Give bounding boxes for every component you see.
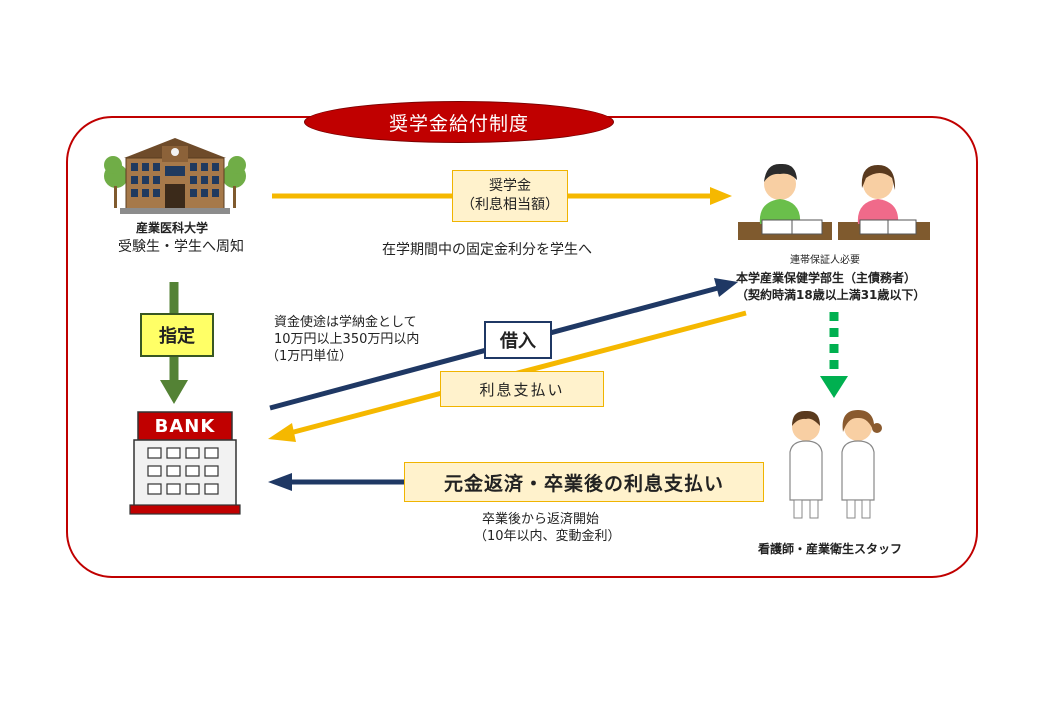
university-building-icon (104, 138, 246, 214)
loan-usage-line3: （1万円単位） (266, 349, 353, 364)
staff-label: 看護師・産業衛生スタッフ (758, 542, 903, 556)
student-age-range: （契約時満18歳以上満31歳以下） (736, 288, 926, 302)
borrow-label: 借入 (484, 321, 552, 359)
career-arrow (820, 312, 848, 398)
bank-building-icon (129, 411, 241, 515)
loan-usage-line1: 資金使途は学納金として (274, 315, 417, 330)
university-name: 産業医科大学 (136, 221, 209, 235)
student-role: 本学産業保健学部生（主債務者） (736, 271, 917, 285)
interest-payment-label: 利息支払い (440, 371, 604, 407)
scholarship-sublabel: （利息相当額） (461, 197, 559, 213)
designate-label: 指定 (140, 313, 214, 357)
scholarship-label-box: 奨学金 （利息相当額） (452, 170, 568, 222)
page-title: 奨学金給付制度 (304, 101, 614, 143)
repayment-note-line1: 卒業後から返済開始 (482, 512, 600, 527)
repayment-label: 元金返済・卒業後の利息支払い (404, 462, 764, 502)
bank-sign: BANK (154, 416, 216, 437)
scholarship-caption: 在学期間中の固定金利分を学生へ (382, 242, 592, 258)
guarantor-note: 連帯保証人必要 (790, 255, 860, 266)
repayment-arrow (268, 473, 404, 491)
loan-usage-line2: 10万円以上350万円以内 (274, 332, 420, 347)
scholarship-label: 奨学金 (489, 178, 531, 194)
repayment-note-line2: （10年以内、変動金利） (474, 529, 621, 544)
university-note: 受験生・学生へ周知 (118, 239, 244, 255)
students-studying-icon (738, 163, 930, 240)
nurse-staff-icon (789, 410, 882, 519)
